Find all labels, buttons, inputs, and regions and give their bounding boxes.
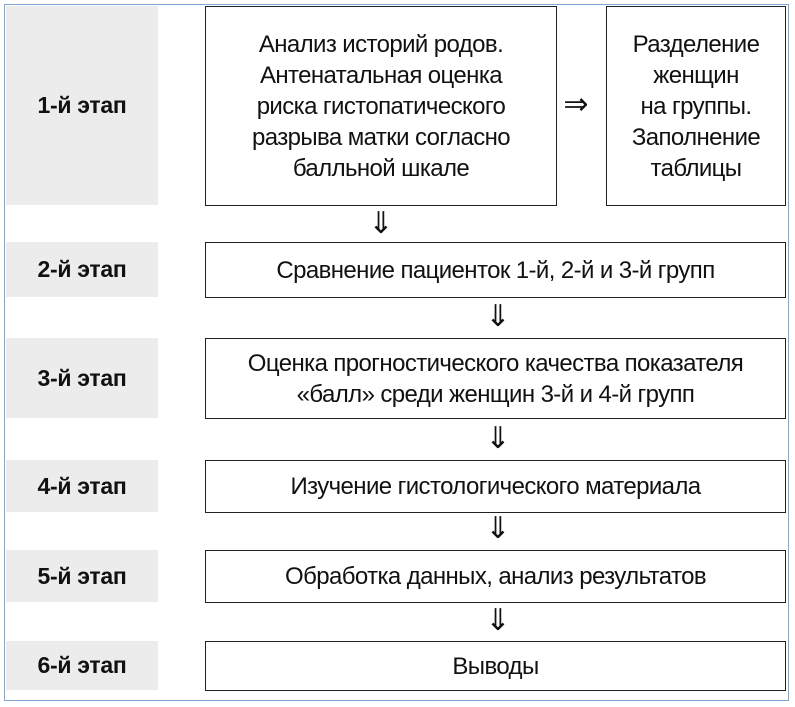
right-arrow-icon: ⇒ <box>563 88 589 121</box>
stage-1-label: 1-й этап <box>6 6 158 205</box>
stage-6-label: 6-й этап <box>6 641 158 690</box>
stage-1-side-box: Разделение женщин на группы. Заполнение … <box>606 6 786 206</box>
stage-4-label: 4-й этап <box>6 460 158 512</box>
stage-1-box: Анализ историй родов. Антенатальная оцен… <box>205 6 557 206</box>
down-arrow-icon: ⇓ <box>368 207 394 240</box>
stage-2-label: 2-й этап <box>6 242 158 297</box>
down-arrow-icon: ⇓ <box>485 604 511 637</box>
stage-5-box: Обработка данных, анализ результатов <box>205 550 786 603</box>
down-arrow-icon: ⇓ <box>485 512 511 545</box>
stage-4-box: Изучение гистологического материала <box>205 460 786 513</box>
stage-5-label: 5-й этап <box>6 550 158 602</box>
diagram-frame <box>4 4 789 701</box>
stage-3-label: 3-й этап <box>6 338 158 418</box>
stage-6-box: Выводы <box>205 641 786 691</box>
down-arrow-icon: ⇓ <box>485 422 511 455</box>
stage-2-box: Сравнение пациенток 1-й, 2-й и 3-й групп <box>205 242 786 298</box>
stage-3-box: Оценка прогностического качества показат… <box>205 338 786 419</box>
down-arrow-icon: ⇓ <box>485 300 511 333</box>
